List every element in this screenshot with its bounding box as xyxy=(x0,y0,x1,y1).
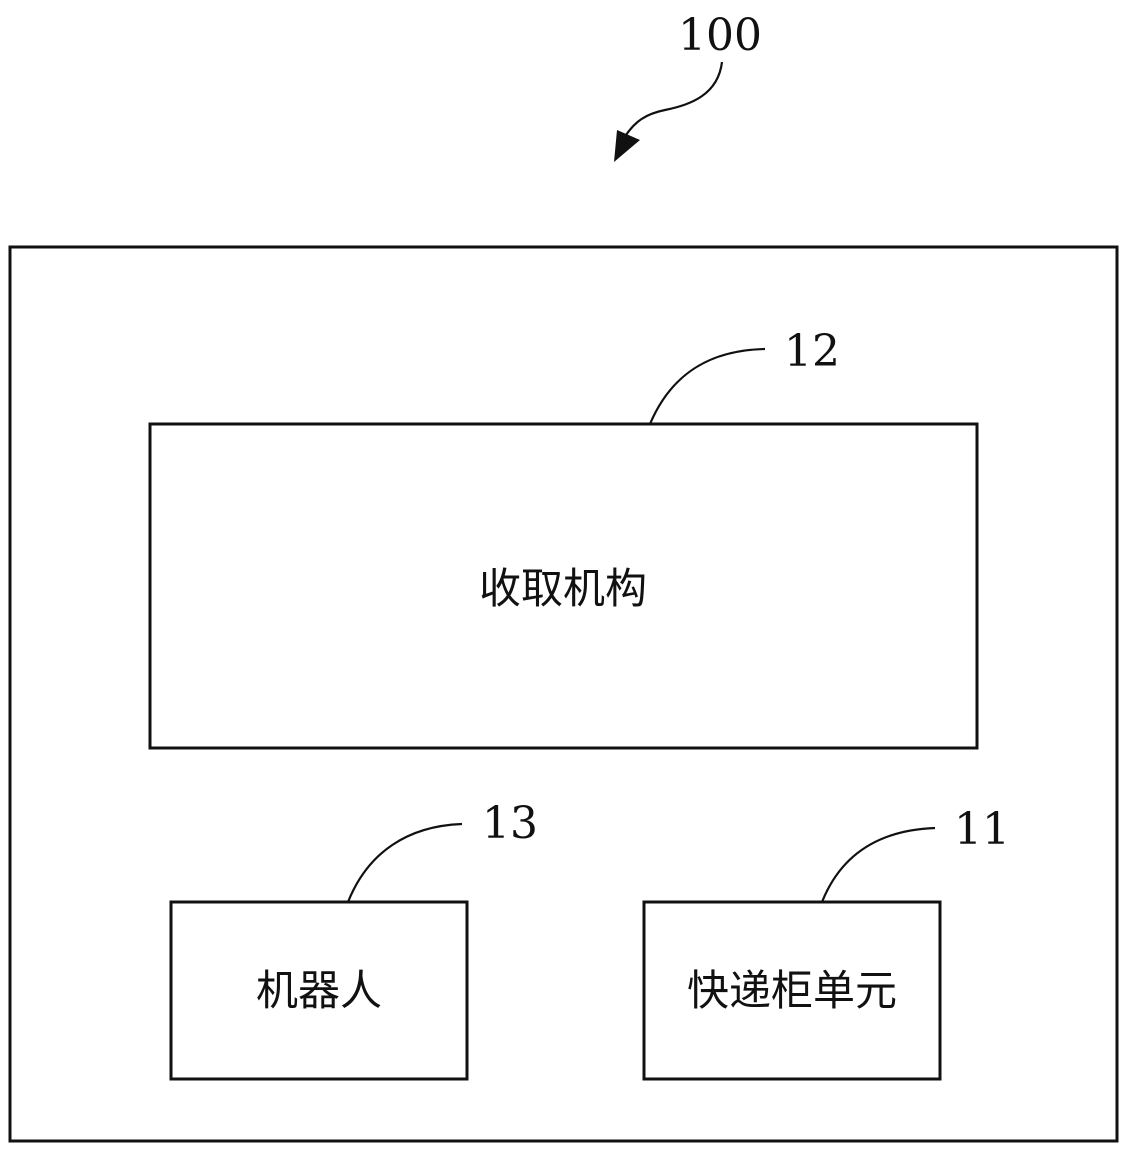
system-ref-leader xyxy=(625,61,724,136)
retrieval-mechanism-leader xyxy=(648,347,766,425)
locker-unit-label: 快递柜单元 xyxy=(687,966,897,1015)
robot-label: 机器人 xyxy=(256,966,382,1015)
robot-box xyxy=(169,900,469,1081)
locker-unit-leader xyxy=(820,826,936,903)
system-ref-arrowhead xyxy=(614,130,640,162)
system-outer-box xyxy=(8,245,1119,1143)
locker-unit-ref-label: 11 xyxy=(954,804,1010,855)
retrieval-mechanism-box xyxy=(148,422,979,750)
robot-leader xyxy=(346,822,463,903)
system-ref-label: 100 xyxy=(678,10,762,61)
locker-unit-box xyxy=(642,900,942,1081)
retrieval-mechanism-label: 收取机构 xyxy=(479,564,647,613)
retrieval-mechanism-ref-label: 12 xyxy=(784,326,840,377)
robot-ref-label: 13 xyxy=(482,798,538,849)
